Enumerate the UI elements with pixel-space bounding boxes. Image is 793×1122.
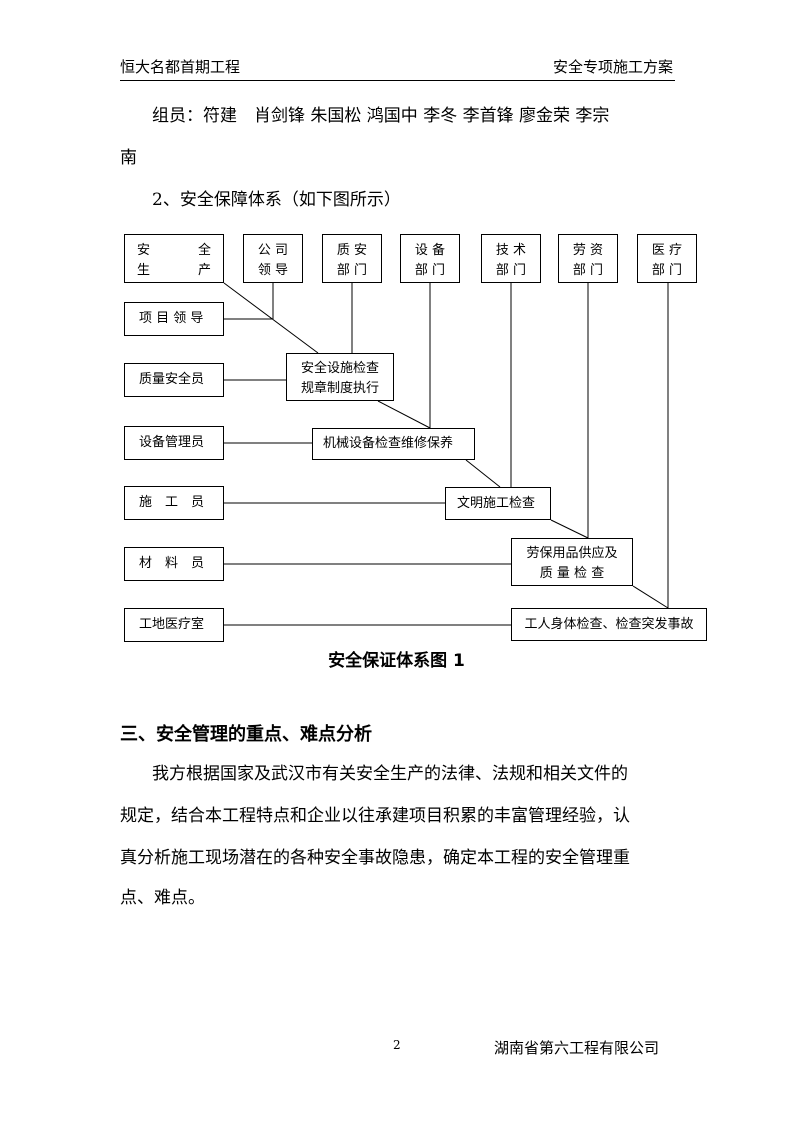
box-quality-dept-line-2: 部 门 [336, 263, 368, 278]
box-medical-dept-line-2: 部 门 [651, 263, 683, 278]
box-safety-production-text: 产 [197, 263, 211, 278]
box-health-check-text: 工人身体检查、检查突发事故 [524, 616, 694, 632]
box-company-leader-line-2: 领 导 [257, 263, 289, 278]
box-health-check: 工人身体检查、检查突发事故 [511, 608, 707, 641]
diag-1 [223, 282, 319, 354]
body-line-2: 规定，结合本工程特点和企业以往承建项目积累的丰富管理经验，认 [120, 806, 630, 826]
footer-company: 湖南省第六工程有限公司 [494, 1039, 660, 1057]
box-company-leader: 公 司 领 导 [243, 234, 303, 283]
box-site-clinic: 工地医疗室 [124, 608, 224, 642]
box-safety-production-text: 安 [137, 243, 151, 258]
box-constructor: 施 工 员 [124, 486, 224, 520]
subheading: 2、安全保障体系（如下图所示） [152, 190, 401, 210]
body-line-1: 我方根据国家及武汉市有关安全生产的法律、法规和相关文件的 [152, 764, 628, 784]
box-labor-dept-line-1: 劳 资 [572, 243, 604, 258]
box-safety-inspection: 安全设施检查 规章制度执行 [286, 353, 394, 401]
box-civil-inspection-text: 文明施工检查 [457, 495, 536, 511]
box-tech-dept: 技 术 部 门 [481, 234, 541, 283]
box-project-leader-text: 项 目 领 导 [139, 311, 204, 326]
box-safety-production-text: 生 [137, 263, 151, 278]
members-line-2: 南 [120, 148, 137, 168]
box-equipment-dept-line-1: 设 备 [414, 243, 446, 258]
box-labor-supply: 劳保用品供应及 质 量 检 查 [511, 538, 633, 586]
members-line-1: 组员：符建 肖剑锋 朱国松 鸿国中 李冬 李首锋 廖金荣 李宗 [152, 106, 610, 126]
box-quality-officer: 质量安全员 [124, 363, 224, 397]
body-line-4: 点、难点。 [120, 888, 205, 908]
box-quality-officer-text: 质量安全员 [139, 372, 205, 387]
box-labor-dept-line-2: 部 门 [572, 263, 604, 278]
diag-2 [377, 400, 431, 429]
box-material-officer-text: 材 料 员 [139, 556, 205, 571]
header-right: 安全专项施工方案 [552, 58, 673, 76]
box-safety-inspection-line-1: 安全设施检查 [300, 361, 379, 376]
box-tech-dept-line-2: 部 门 [495, 263, 527, 278]
box-labor-supply-line-2: 质 量 检 查 [539, 566, 605, 581]
box-project-leader: 项 目 领 导 [124, 302, 224, 336]
box-quality-dept-line-1: 质 安 [336, 243, 368, 258]
box-machinery-maintenance: 机械设备检查维修保养 [312, 428, 475, 460]
box-labor-dept: 劳 资 部 门 [558, 234, 618, 283]
box-site-clinic-text: 工地医疗室 [139, 617, 205, 632]
page-number: 2 [393, 1038, 401, 1052]
diag-5 [632, 585, 669, 609]
box-civil-inspection: 文明施工检查 [445, 487, 551, 520]
box-equipment-manager-text: 设备管理员 [139, 435, 205, 450]
diagram-caption: 安全保证体系图 1 [328, 651, 465, 671]
box-equipment-manager: 设备管理员 [124, 426, 224, 460]
section-title: 三、安全管理的重点、难点分析 [120, 724, 372, 745]
box-equipment-dept: 设 备 部 门 [400, 234, 460, 283]
diag-3 [465, 459, 501, 488]
body-line-3: 真分析施工现场潜在的各种安全事故隐患，确定本工程的安全管理重 [120, 848, 630, 868]
box-material-officer: 材 料 员 [124, 547, 224, 581]
box-tech-dept-line-1: 技 术 [495, 243, 527, 258]
box-equipment-dept-line-2: 部 门 [414, 263, 446, 278]
box-machinery-maintenance-text: 机械设备检查维修保养 [323, 436, 454, 451]
box-medical-dept-line-1: 医 疗 [651, 243, 683, 258]
box-safety-production-text: 全 [197, 243, 211, 258]
box-safety-inspection-line-2: 规章制度执行 [300, 381, 379, 396]
box-constructor-text: 施 工 员 [139, 495, 205, 510]
header-left: 恒大名都首期工程 [120, 58, 241, 76]
box-labor-supply-line-1: 劳保用品供应及 [526, 546, 618, 561]
header-rule [120, 80, 675, 81]
box-medical-dept: 医 疗 部 门 [637, 234, 697, 283]
box-quality-dept: 质 安 部 门 [322, 234, 382, 283]
box-safety-production: 安 全 生 产 [124, 234, 224, 283]
diag-4 [550, 519, 589, 539]
box-company-leader-line-1: 公 司 [257, 243, 289, 258]
